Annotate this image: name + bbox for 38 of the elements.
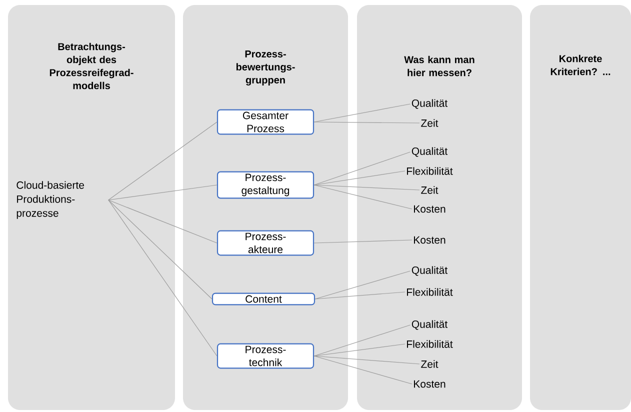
criterion-text: Flexibilität <box>407 288 453 296</box>
process-box: Gesamter Prozess <box>216 109 314 135</box>
connector-line <box>314 152 411 186</box>
connector-line <box>314 356 412 384</box>
connector-line <box>314 324 411 356</box>
connector-line <box>314 240 412 244</box>
connector-line <box>314 344 406 356</box>
connector-line <box>314 122 420 124</box>
object-text: Cloud-basierte Produktions- prozesse <box>16 181 84 219</box>
process-box: Content <box>212 292 316 306</box>
criterion-text: Flexibilität <box>407 167 453 175</box>
criterion-text: Zeit <box>421 186 438 194</box>
connector-line <box>108 200 218 356</box>
connector-line <box>314 356 420 364</box>
criterion-text: Zeit <box>421 360 438 368</box>
connector-line <box>314 292 406 300</box>
connector-line <box>314 270 411 300</box>
process-box: Prozess- technik <box>216 343 314 369</box>
connector-line <box>314 184 420 190</box>
connector-line <box>314 184 412 210</box>
criterion-text: Kosten <box>414 236 446 244</box>
connector-line <box>108 184 218 200</box>
connector-line <box>108 122 218 200</box>
connector-line <box>314 104 411 122</box>
criterion-text: Qualität <box>412 147 448 157</box>
criterion-text: Qualität <box>412 266 448 276</box>
criterion-text: Flexibilität <box>407 340 453 348</box>
criterion-text: Kosten <box>414 380 446 388</box>
criterion-text: Zeit <box>421 119 438 127</box>
connector-line <box>108 200 212 300</box>
column-panel: Konkrete Kriterien? ... <box>530 5 631 410</box>
process-box: Prozess- gestaltung <box>216 171 314 199</box>
criterion-text: Qualität <box>412 320 448 330</box>
connector-line <box>108 200 218 244</box>
process-box: Prozess- akteure <box>216 230 314 256</box>
connector-line <box>314 170 406 186</box>
criterion-text: Qualität <box>412 99 448 109</box>
criterion-text: Kosten <box>414 205 446 213</box>
